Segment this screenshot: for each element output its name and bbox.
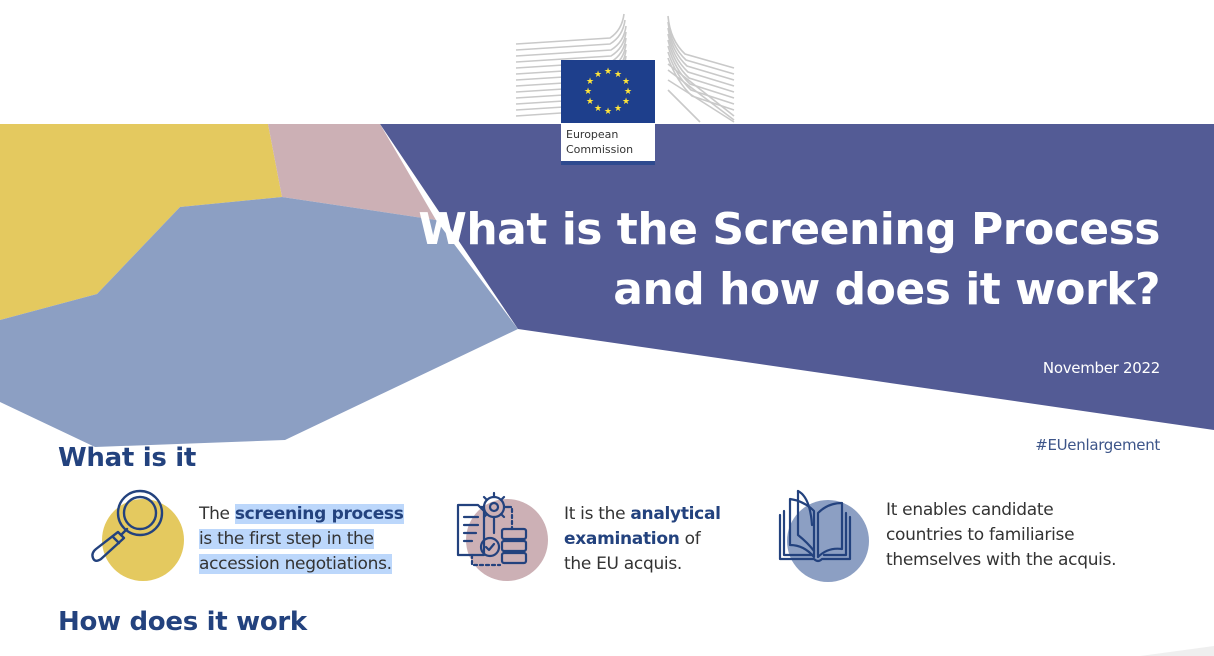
eu-stars-icon: ★ ★ ★ ★ ★ ★ ★ ★ ★ ★ ★ ★ xyxy=(584,67,632,117)
svg-text:★: ★ xyxy=(624,87,632,97)
open-book-icon xyxy=(778,489,869,582)
magnifier-icon xyxy=(91,489,184,581)
svg-text:★: ★ xyxy=(586,77,594,87)
svg-text:★: ★ xyxy=(586,97,594,107)
bottom-gray-wedge xyxy=(1140,646,1214,656)
feature-text-screening: The screening process is the first step … xyxy=(199,504,404,574)
feature-text-analytical: It is the analytical examination of the … xyxy=(564,504,721,574)
svg-text:★: ★ xyxy=(604,67,612,77)
banner-shape xyxy=(380,124,1214,430)
publication-date: November 2022 xyxy=(1042,359,1160,377)
title-line-1: What is the Screening Process xyxy=(418,204,1160,255)
pink-shape xyxy=(268,124,436,220)
eu-flag xyxy=(561,60,655,123)
hashtag-link[interactable]: #EUenlargement xyxy=(1035,436,1160,454)
section-heading-how-does-it-work: How does it work xyxy=(58,607,307,637)
light-blue-shape xyxy=(0,197,518,447)
logo-text-line1: European xyxy=(566,128,618,141)
svg-text:★: ★ xyxy=(614,70,622,80)
analysis-gear-flowchart-icon xyxy=(456,491,548,581)
svg-text:★: ★ xyxy=(614,104,622,114)
svg-text:★: ★ xyxy=(584,87,592,97)
highlight-screening-process: creening process xyxy=(244,504,404,524)
page-title: What is the Screening Process and how do… xyxy=(418,200,1160,320)
svg-text:★: ★ xyxy=(604,107,612,117)
svg-text:★: ★ xyxy=(594,104,602,114)
european-commission-logo[interactable]: ★ ★ ★ ★ ★ ★ ★ ★ ★ ★ ★ ★ European Commiss… xyxy=(510,10,740,170)
title-line-2: and how does it work? xyxy=(613,264,1160,315)
svg-text:★: ★ xyxy=(622,77,630,87)
logo-text-line2: Commission xyxy=(566,143,633,156)
svg-text:★: ★ xyxy=(622,97,630,107)
section-heading-what-is-it: What is it xyxy=(58,443,196,473)
svg-text:★: ★ xyxy=(594,70,602,80)
yellow-shape xyxy=(0,124,282,320)
feature-text-familiarise: It enables candidate countries to famili… xyxy=(886,500,1117,570)
